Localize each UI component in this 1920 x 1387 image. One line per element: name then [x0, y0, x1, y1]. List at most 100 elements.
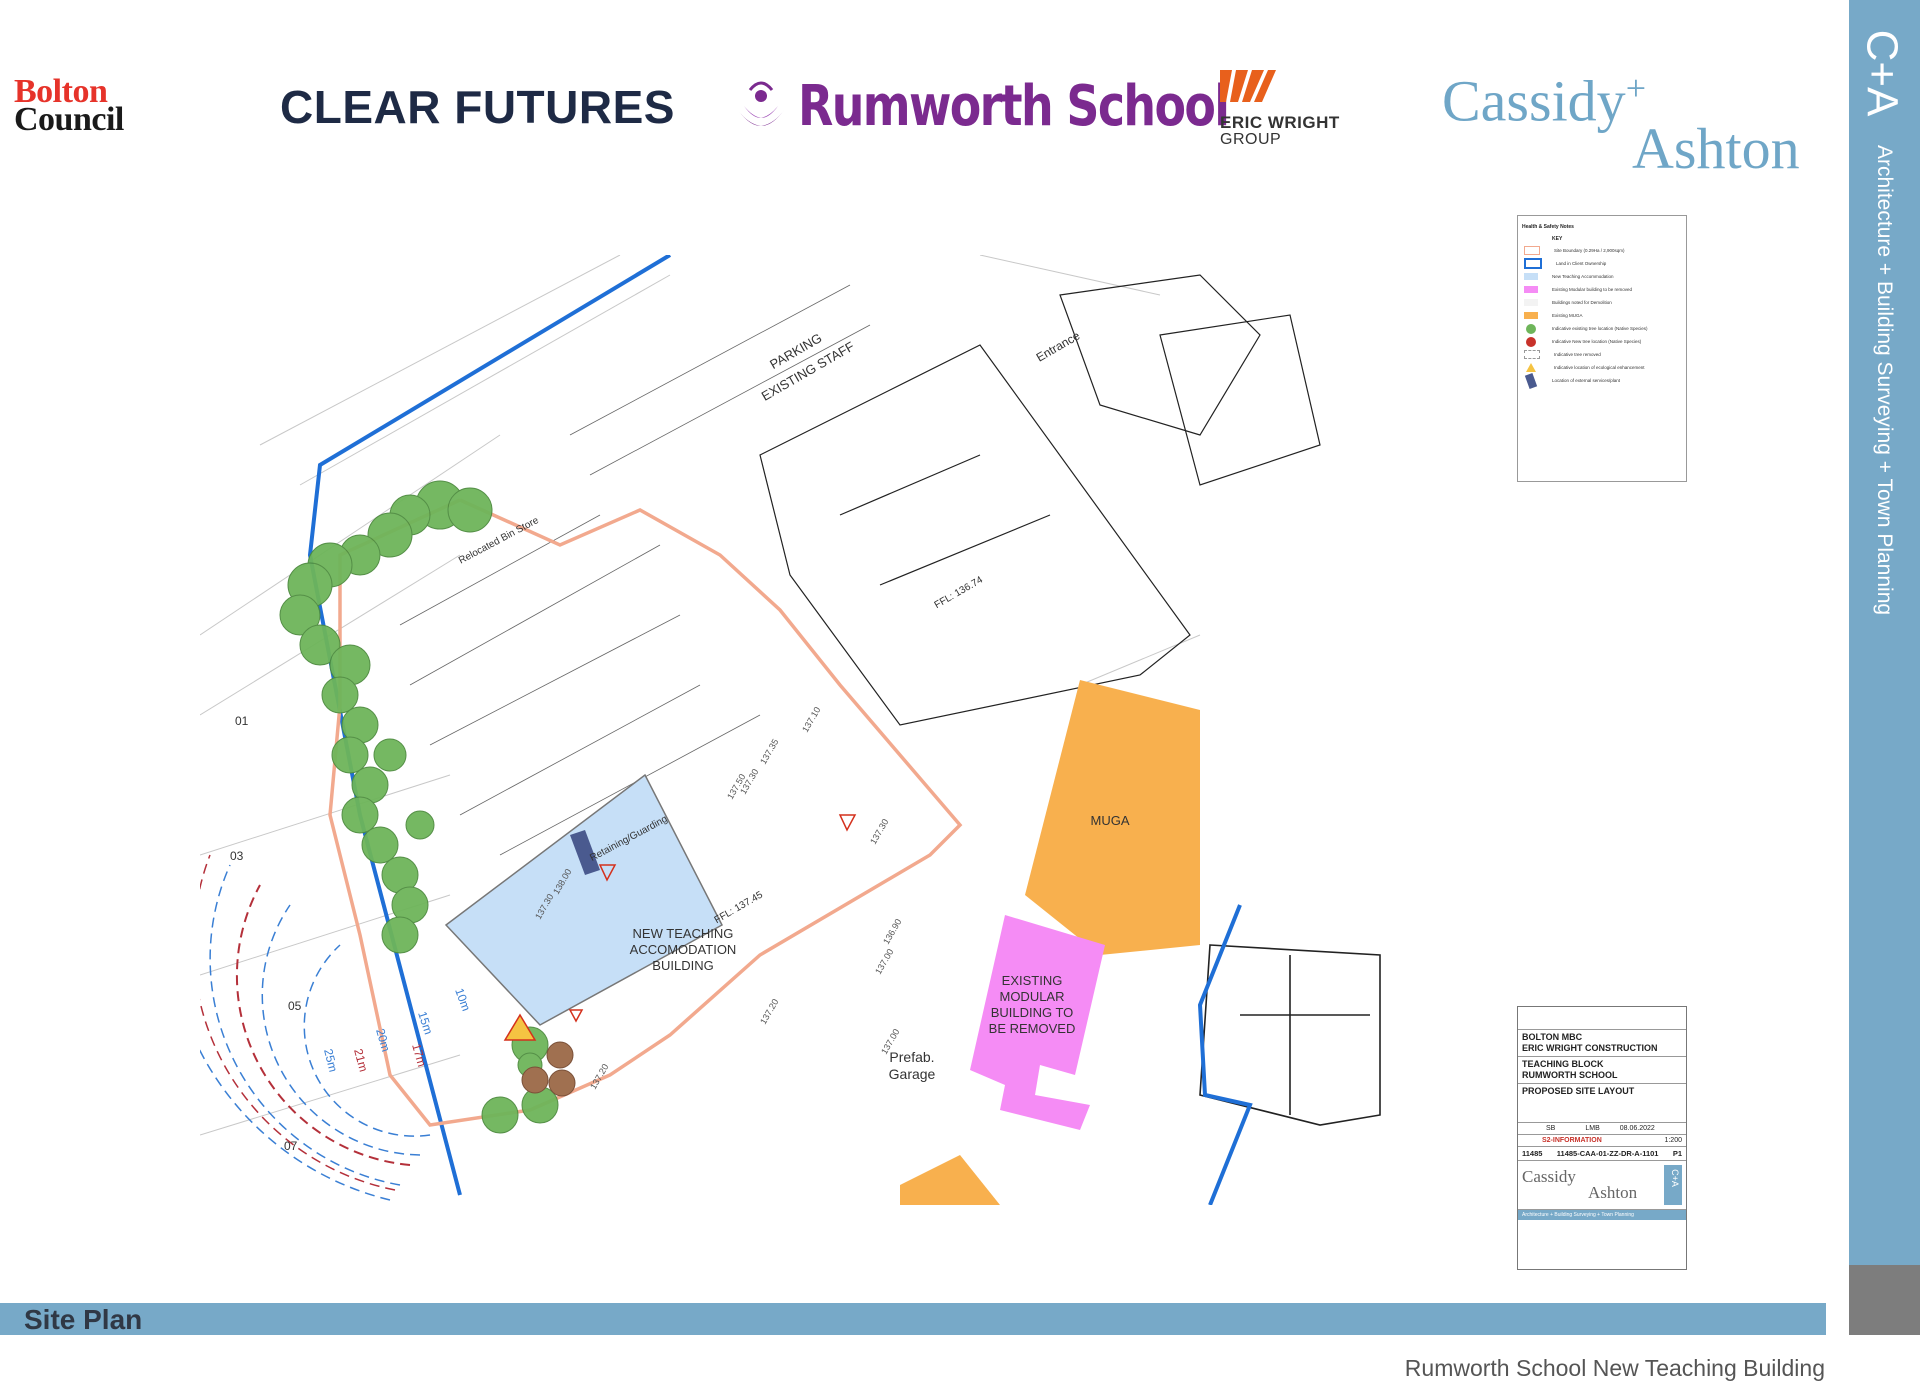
tb-project-line1: TEACHING BLOCK — [1522, 1059, 1604, 1069]
key-item: Buildings noted for Demolition — [1524, 296, 1686, 309]
level-2: 137.10 — [800, 705, 822, 734]
level-7: 137.00 — [873, 947, 895, 976]
level-1: 137.35 — [758, 737, 780, 766]
bolton-council-logo: Bolton Council — [14, 73, 124, 138]
plot-label-07: 07 — [284, 1139, 298, 1153]
eric-wright-group-logo: ERIC WRIGHT GROUP — [1220, 70, 1340, 148]
clear-futures-logo: CLEAR FUTURES — [280, 81, 675, 133]
side-band-tagline: Architecture + Building Surveying + Town… — [1866, 145, 1906, 615]
site-plan-drawing: MUGA NEW TEACHING ACCOMODATION BUILDING … — [200, 255, 1381, 1205]
level-8: 137.20 — [758, 997, 780, 1026]
tb-company-tag: Architecture + Building Surveying + Town… — [1518, 1210, 1686, 1220]
tb-company-line1: Cassidy — [1522, 1167, 1576, 1186]
tb-company-mark-text: C+A — [1669, 1169, 1680, 1187]
plot-label-01: 01 — [235, 714, 249, 728]
side-band — [1849, 0, 1920, 1265]
bolton-logo-line1: Bolton — [14, 73, 124, 110]
tb-status-row: S2-INFORMATION 1:200 — [1518, 1135, 1686, 1147]
key-item: Indicative location of ecological enhanc… — [1524, 361, 1686, 374]
drawing-key: Health & Safety Notes KEY Site Boundary … — [1517, 215, 1687, 482]
key-item: Site Boundary (0.29Ha / 2,900sqm) — [1524, 244, 1686, 257]
key-item: Land in Client Ownership — [1524, 257, 1686, 270]
entrance-label: Entrance — [1034, 328, 1083, 364]
modular-label-3: BUILDING TO — [991, 1005, 1074, 1020]
cassidy-word: Cassidy — [1442, 68, 1626, 134]
tb-number-row: 11485 11485-CAA-01-ZZ-DR-A-1101 P1 — [1518, 1147, 1686, 1161]
key-item-label: Indicative New tree location (Native Spe… — [1552, 339, 1642, 344]
new-teaching-building — [444, 773, 724, 1026]
tb-client: BOLTON MBC ERIC WRIGHT CONSTRUCTION — [1518, 1030, 1686, 1057]
site-boundary — [328, 498, 963, 1127]
project-footer: Rumworth School New Teaching Building — [1404, 1355, 1825, 1381]
modular-label-2: MODULAR — [999, 989, 1064, 1004]
tb-rev: P1 — [1672, 1149, 1682, 1158]
tb-project: TEACHING BLOCK RUMWORTH SCHOOL — [1518, 1057, 1686, 1084]
key-item-label: Buildings noted for Demolition — [1552, 300, 1612, 305]
external-services-plant — [570, 830, 600, 875]
ffl-new-label: FFL: 137.45 — [713, 889, 766, 926]
prefab-label-2: Garage — [889, 1066, 936, 1082]
eric-wright-mark-icon — [1220, 70, 1276, 102]
muga-area-lower — [900, 1155, 1000, 1205]
tb-company-mark: C+A — [1664, 1165, 1682, 1205]
key-item: Indicative tree removed — [1524, 348, 1686, 361]
ecological-markers — [503, 814, 857, 1041]
key-heading: KEY — [1552, 236, 1563, 242]
radius-label-15m: 15m — [415, 1010, 436, 1037]
key-item: Existing MUGA — [1524, 309, 1686, 322]
radius-label-17m: 17m — [409, 1042, 429, 1068]
ashton-word: Ashton — [1632, 116, 1800, 182]
tb-revision-row — [1518, 1007, 1686, 1030]
bolton-logo-line2: Council — [14, 101, 124, 138]
new-building-label-1: NEW TEACHING — [633, 926, 734, 941]
tb-checked: LMB — [1585, 1125, 1600, 1132]
tb-project-line2: RUMWORTH SCHOOL — [1522, 1070, 1618, 1080]
eric-wright-line2: GROUP — [1220, 131, 1282, 148]
plus-sign: + — [1625, 68, 1646, 108]
radius-label-10m: 10m — [452, 986, 473, 1013]
tb-drawn: SB — [1546, 1125, 1556, 1132]
page-title: Site Plan — [24, 1304, 143, 1335]
radius-label-25m: 25m — [321, 1047, 340, 1073]
side-band-mark-text: C+A — [1857, 29, 1907, 117]
plot-label-03: 03 — [230, 849, 244, 863]
side-band-footer-block — [1849, 1265, 1920, 1335]
muga-label: MUGA — [1091, 813, 1130, 828]
modular-label-1: EXISTING — [1002, 973, 1063, 988]
tb-company-line2: Ashton — [1588, 1183, 1638, 1202]
bolton-letters: Bolton — [14, 73, 108, 110]
tb-drawing-title: PROPOSED SITE LAYOUT — [1518, 1084, 1686, 1123]
new-tree-locations — [521, 1041, 576, 1097]
modular-label-4: BE REMOVED — [989, 1021, 1076, 1036]
rumworth-wordmark: Rumworth School — [798, 73, 1230, 139]
side-band-mark: C+A — [1857, 18, 1912, 128]
tree-root-radii — [200, 854, 431, 1201]
road-lines — [200, 255, 1201, 1136]
key-item: Location of external services/plant — [1524, 372, 1686, 389]
parking-bays — [399, 284, 871, 856]
tb-client-line1: BOLTON MBC — [1522, 1032, 1583, 1042]
rumworth-school-logo: Rumworth School — [730, 72, 1323, 140]
key-item-label: Indicative existing tree location (Nativ… — [1552, 326, 1648, 331]
key-item-label: New Teaching Accommodation — [1552, 274, 1614, 279]
key-item: Indicative existing tree location (Nativ… — [1524, 322, 1686, 335]
key-item-label: Site Boundary (0.29Ha / 2,900sqm) — [1554, 248, 1625, 253]
key-item-label: Existing MUGA — [1552, 313, 1583, 318]
tb-drawing-title-text: PROPOSED SITE LAYOUT — [1522, 1086, 1635, 1096]
tb-company-logo: Cassidy Ashton C+A — [1518, 1161, 1686, 1210]
tb-drawing-no: 11485-CAA-01-ZZ-DR-A-1101 — [1556, 1149, 1659, 1158]
client-ownership-line-right — [1197, 904, 1253, 1205]
radius-label-21m: 21m — [351, 1047, 371, 1073]
tb-drawn-row: SB LMB 08.06.2022 — [1518, 1123, 1686, 1135]
key-item-label: Indicative location of ecological enhanc… — [1554, 365, 1645, 370]
level-6: 136.90 — [881, 917, 903, 946]
key-item-label: Location of external services/plant — [1552, 378, 1621, 383]
tb-job: 11485 — [1522, 1149, 1543, 1158]
key-item-label: Land in Client Ownership — [1556, 261, 1607, 266]
muga-area — [1025, 680, 1200, 955]
tb-client-line2: ERIC WRIGHT CONSTRUCTION — [1522, 1043, 1658, 1053]
tb-status: S2-INFORMATION — [1542, 1137, 1602, 1144]
key-item-label: Existing Modular building to be removed — [1552, 287, 1633, 292]
key-item: Existing Modular building to be removed — [1524, 283, 1686, 296]
radius-label-20m: 20m — [373, 1027, 393, 1053]
